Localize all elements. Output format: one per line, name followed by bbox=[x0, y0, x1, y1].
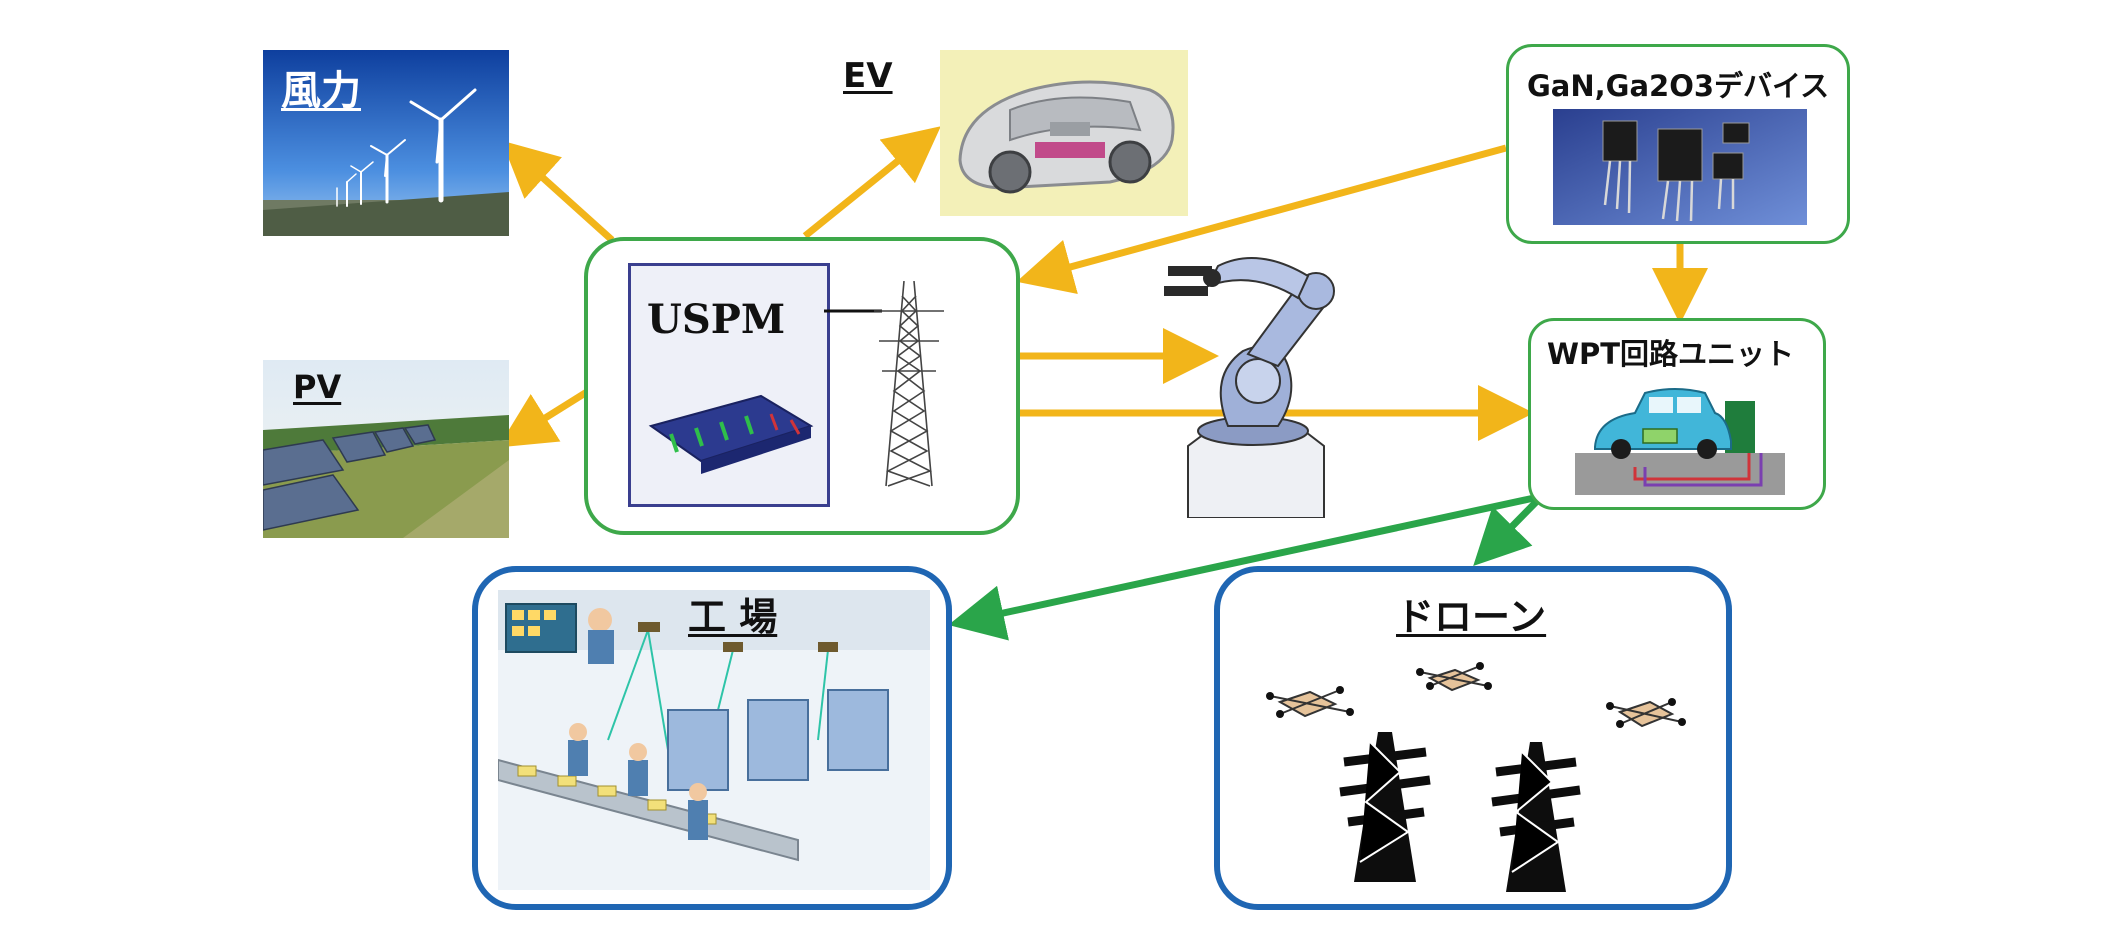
drone-label: ドローン bbox=[1396, 595, 1547, 639]
ev-label: EV bbox=[843, 56, 893, 96]
gan-device-photo bbox=[1553, 109, 1807, 225]
drone-icon bbox=[1277, 668, 1675, 728]
pv-label: PV bbox=[293, 368, 342, 406]
factory-illustration bbox=[498, 590, 930, 890]
pv-solar-image: PV bbox=[263, 360, 509, 538]
power-module-icon bbox=[648, 394, 814, 474]
arrow-wpt-to-factory bbox=[948, 494, 1535, 641]
drone-box: ドローン bbox=[1214, 566, 1732, 910]
arrow-to-wind bbox=[501, 140, 615, 243]
uspm-box: USPM bbox=[584, 237, 1020, 535]
robot-arm-image bbox=[1164, 257, 1335, 518]
uspm-label: USPM bbox=[647, 296, 786, 343]
wpt-label: WPT回路ユニット bbox=[1547, 337, 1795, 371]
gan-device-box: GaN,Ga2O3デバイス bbox=[1506, 44, 1850, 244]
arrow-gan-to-uspm bbox=[1016, 144, 1507, 294]
arrow-wpt-to-drone bbox=[1473, 495, 1543, 566]
factory-box: 工 場 bbox=[472, 566, 952, 910]
transmission-tower-icon bbox=[824, 281, 944, 487]
wind-power-image: 風力 bbox=[263, 50, 509, 236]
wpt-circuit-image bbox=[1575, 388, 1785, 495]
drone-scene bbox=[1266, 662, 1686, 892]
uspm-module-panel: USPM bbox=[628, 263, 830, 507]
wind-label: 風力 bbox=[281, 68, 361, 114]
gan-label: GaN,Ga2O3デバイス bbox=[1527, 69, 1830, 103]
factory-label: 工 場 bbox=[688, 595, 778, 639]
ev-car-image bbox=[940, 50, 1188, 216]
wpt-unit-box: WPT回路ユニット bbox=[1528, 318, 1826, 510]
arrow-to-pv bbox=[498, 387, 592, 448]
arrow-to-ev bbox=[802, 126, 941, 239]
